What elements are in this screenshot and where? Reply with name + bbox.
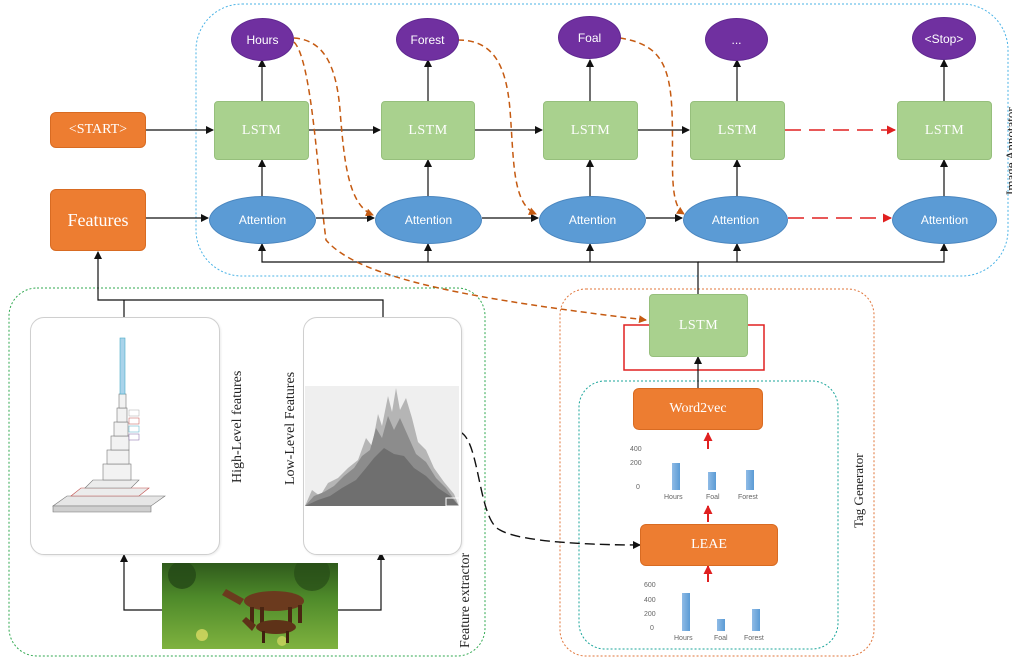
output-word-5: <Stop> [912, 17, 976, 60]
attention-node-4: Attention [683, 196, 788, 244]
chart-top-bar [672, 463, 680, 490]
features-box: Features [50, 189, 146, 251]
chart-bottom-xtick: Foal [714, 635, 728, 642]
chart-top-ytick: 0 [636, 484, 640, 491]
tag-score-chart-top: 400 200 0 Hours Foal Forest [626, 446, 776, 506]
leae-box: LEAE [640, 524, 778, 566]
chart-bottom-ytick: 400 [644, 597, 656, 604]
lstm-cell-1: LSTM [214, 101, 309, 160]
lstm-cell-2: LSTM [381, 101, 475, 160]
lstm-cell-3: LSTM [543, 101, 638, 160]
low-level-histogram [305, 386, 461, 507]
tag-generator-label: Tag Generator [851, 453, 866, 528]
output-word-3: Foal [558, 16, 621, 59]
lstm-cell-5: LSTM [897, 101, 992, 160]
chart-bottom-bar [682, 593, 690, 631]
chart-top-xtick: Forest [738, 494, 758, 501]
chart-top-ytick: 400 [630, 446, 642, 453]
output-word-4: ... [705, 18, 768, 61]
start-token-box: <START> [50, 112, 146, 148]
attention-node-5: Attention [892, 196, 997, 244]
high-level-features-label: High-Level features [230, 370, 245, 483]
feature-extractor-label: Feature extractor [458, 552, 473, 648]
chart-bottom-xtick: Hours [674, 635, 693, 642]
chart-top-bar [708, 472, 716, 490]
horse-photo [162, 563, 338, 649]
chart-bottom-ytick: 0 [650, 625, 654, 632]
input-image-horses [162, 563, 338, 649]
low-level-features-panel [303, 317, 462, 555]
tag-generator-outer-group [559, 288, 875, 657]
high-level-features-panel [30, 317, 220, 555]
output-word-1: Hours [231, 18, 294, 61]
chart-top-bar [746, 470, 754, 490]
low-level-features-label: Low-Level Features [283, 371, 298, 485]
attention-node-3: Attention [539, 196, 646, 244]
tag-generator-lstm: LSTM [649, 294, 748, 357]
image-annotator-label: Image Annotator [1003, 107, 1012, 195]
chart-bottom-bar [752, 609, 760, 631]
attention-node-2: Attention [375, 196, 482, 244]
chart-bottom-bar [717, 619, 725, 631]
vgg-network-illustration [52, 337, 166, 513]
chart-bottom-xtick: Forest [744, 635, 764, 642]
feature-extractor-group [8, 287, 486, 657]
chart-bottom-ytick: 200 [644, 611, 656, 618]
tag-score-chart-bottom: 600 400 200 0 Hours Foal Forest [640, 582, 790, 644]
chart-bottom-ytick: 600 [644, 582, 656, 589]
image-annotator-group [195, 3, 1009, 277]
output-word-2: Forest [396, 18, 459, 61]
chart-top-ytick: 200 [630, 460, 642, 467]
chart-top-xtick: Hours [664, 494, 683, 501]
lstm-cell-4: LSTM [690, 101, 785, 160]
chart-top-xtick: Foal [706, 494, 720, 501]
attention-node-1: Attention [209, 196, 316, 244]
word2vec-box: Word2vec [633, 388, 763, 430]
